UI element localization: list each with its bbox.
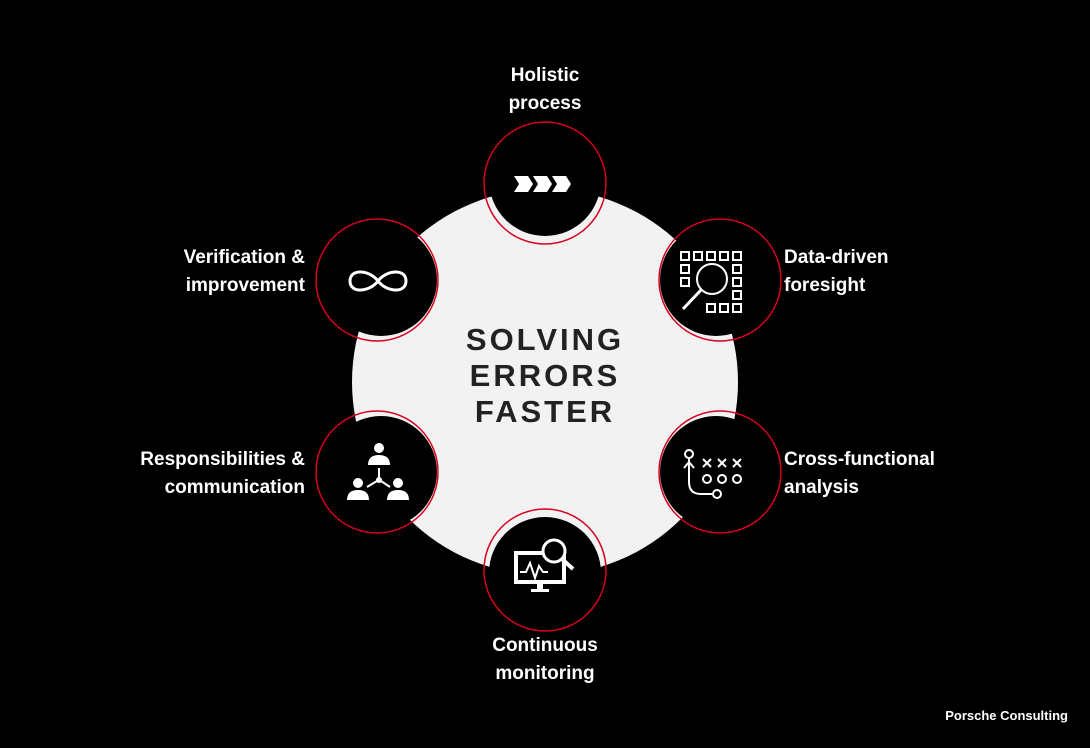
label-holistic-process: Holistic process [445,62,645,118]
ring-monitoring [483,508,607,632]
label-line: Responsibilities & [140,449,305,470]
label-data-driven-foresight: Data-driven foresight [784,244,889,300]
label-line: Continuous [492,635,598,656]
label-responsibilities-communication: Responsibilities & communication [140,446,305,502]
ring-data [658,218,782,342]
label-line: foresight [784,275,866,296]
node-cross [660,416,772,528]
label-line: monitoring [495,663,595,684]
label-line: process [508,93,582,114]
node-responsibilities [325,416,437,528]
center-disc [352,189,738,575]
label-line: Data-driven [784,247,889,268]
people-network-icon [347,443,409,500]
label-line: improvement [185,275,305,296]
label-line: Cross-functional [784,449,935,470]
ring-verification [315,218,439,342]
play-diagram-icon [683,449,742,499]
center-title-line1: SOLVING [465,322,625,357]
chevrons-icon [514,176,571,192]
monitor-search-icon [514,538,575,592]
label-cross-functional-analysis: Cross-functional analysis [784,446,935,502]
label-line: communication [164,477,305,498]
node-rings [315,121,782,632]
node-verification [325,224,437,336]
ring-responsibilities [315,410,439,534]
label-line: Verification & [183,247,305,268]
infinity-icon [348,270,408,292]
brand-logo-text: Porsche Consulting [945,708,1068,723]
data-grid-search-icon [680,251,742,313]
center-title-line3: FASTER [474,394,616,429]
center-title-line2: ERRORS [469,358,621,393]
label-line: Holistic [510,65,580,86]
node-data [660,224,772,336]
label-verification-improvement: Verification & improvement [184,244,305,300]
label-continuous-monitoring: Continuous monitoring [445,632,645,688]
ring-holistic [483,121,607,245]
label-line: analysis [784,477,859,498]
ring-cross [658,410,782,534]
center-title: SOLVING ERRORS FASTER [415,322,675,430]
